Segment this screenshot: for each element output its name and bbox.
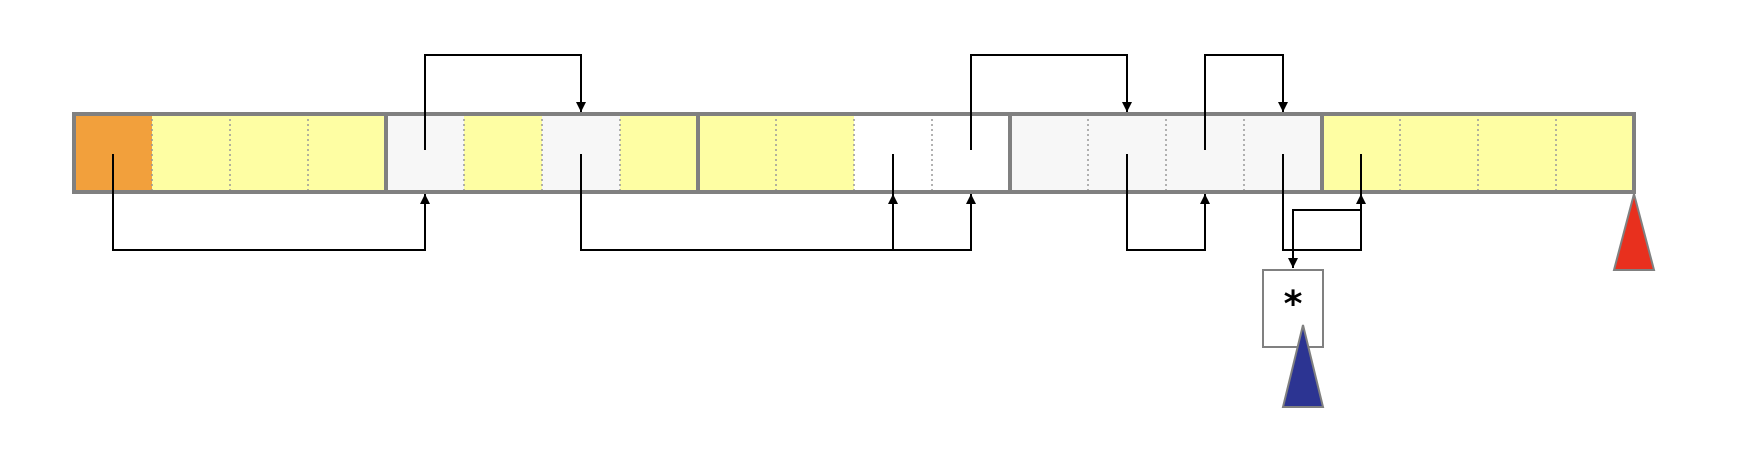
cell-used — [152, 114, 230, 192]
markers-layer — [1281, 190, 1656, 408]
cell-used — [1478, 114, 1556, 192]
cell-used — [464, 114, 542, 192]
terminal-label: * — [1284, 284, 1303, 325]
block-group — [1320, 112, 1636, 194]
links-layer — [112, 54, 1366, 268]
cell-used — [230, 114, 308, 192]
groups-layer — [72, 112, 1636, 194]
cell-free — [1010, 114, 1088, 192]
cell-used — [776, 114, 854, 192]
link-arrow — [1204, 54, 1288, 150]
link-arrow — [424, 54, 586, 150]
cell-used — [1556, 114, 1634, 192]
link-arrow — [1288, 154, 1362, 268]
cell-used — [698, 114, 776, 192]
link-arrow — [1282, 154, 1366, 251]
terminal-box: * — [1262, 269, 1324, 348]
link-arrow — [1126, 154, 1210, 251]
cell-used — [620, 114, 698, 192]
dividers-layer — [151, 114, 1557, 192]
end-marker — [1612, 190, 1656, 271]
link-arrow — [892, 154, 976, 251]
cell-used — [308, 114, 386, 192]
link-arrow — [970, 54, 1132, 150]
link-arrow — [112, 154, 430, 251]
current-marker — [1281, 324, 1325, 408]
cell-used — [1400, 114, 1478, 192]
